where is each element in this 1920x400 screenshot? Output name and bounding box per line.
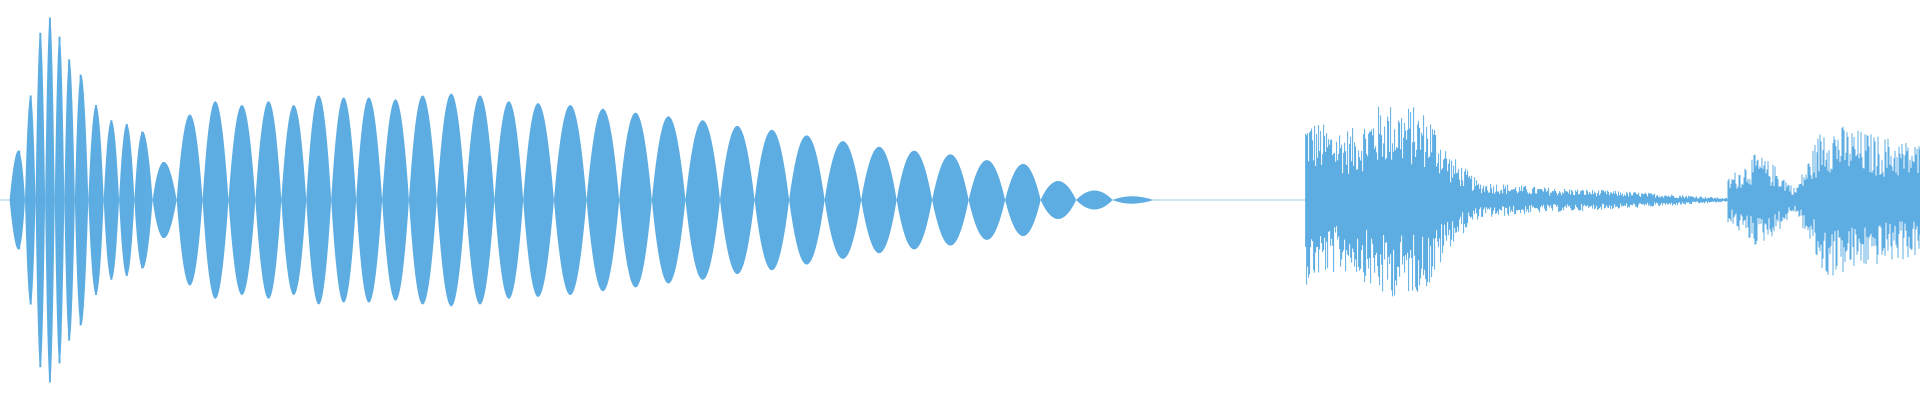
waveform-shapes xyxy=(9,17,1920,383)
waveform-lobe xyxy=(685,120,720,280)
waveform-lobe xyxy=(824,141,862,259)
waveform-lobe xyxy=(152,162,177,238)
waveform-lobe xyxy=(176,114,203,286)
waveform-lobe xyxy=(789,135,825,265)
waveform-lobe xyxy=(382,99,409,301)
waveform-lobe xyxy=(896,150,933,250)
waveform-noise xyxy=(1305,106,1729,297)
waveform-lobe xyxy=(1112,196,1154,204)
waveform-lobe xyxy=(651,116,686,284)
waveform-lobe xyxy=(306,95,332,305)
waveform-lobe xyxy=(255,101,282,299)
waveform-lobe xyxy=(553,105,587,295)
waveform-lobe xyxy=(494,101,524,299)
waveform-lobe xyxy=(586,108,620,292)
waveform-lobe xyxy=(331,97,357,303)
waveform-noise xyxy=(1727,126,1920,276)
waveform-lobe xyxy=(861,146,897,254)
waveform-lobe xyxy=(968,160,1006,240)
waveform-lobe xyxy=(281,105,307,295)
waveform-lobe xyxy=(523,103,554,297)
waveform-lobe xyxy=(619,112,652,288)
waveform-lobe xyxy=(754,129,790,271)
tone-burst-decay-segment xyxy=(9,17,1154,383)
waveform-lobe xyxy=(356,97,383,303)
waveform-lobe xyxy=(1076,190,1113,210)
waveform-lobe xyxy=(436,93,466,307)
waveform-lobe xyxy=(408,95,437,305)
waveform-lobe xyxy=(9,150,25,250)
waveform-lobe xyxy=(1040,181,1077,219)
noise-tail-segment xyxy=(1727,126,1920,276)
waveform-lobe xyxy=(228,105,256,295)
waveform-lobe xyxy=(202,101,229,299)
waveform-lobe xyxy=(465,95,495,305)
waveform-lobe xyxy=(134,131,153,269)
noisy-burst-segment xyxy=(1305,106,1729,297)
waveform-lobe xyxy=(932,154,969,246)
waveform-lobe xyxy=(1005,163,1041,237)
waveform-lobe xyxy=(720,125,755,275)
